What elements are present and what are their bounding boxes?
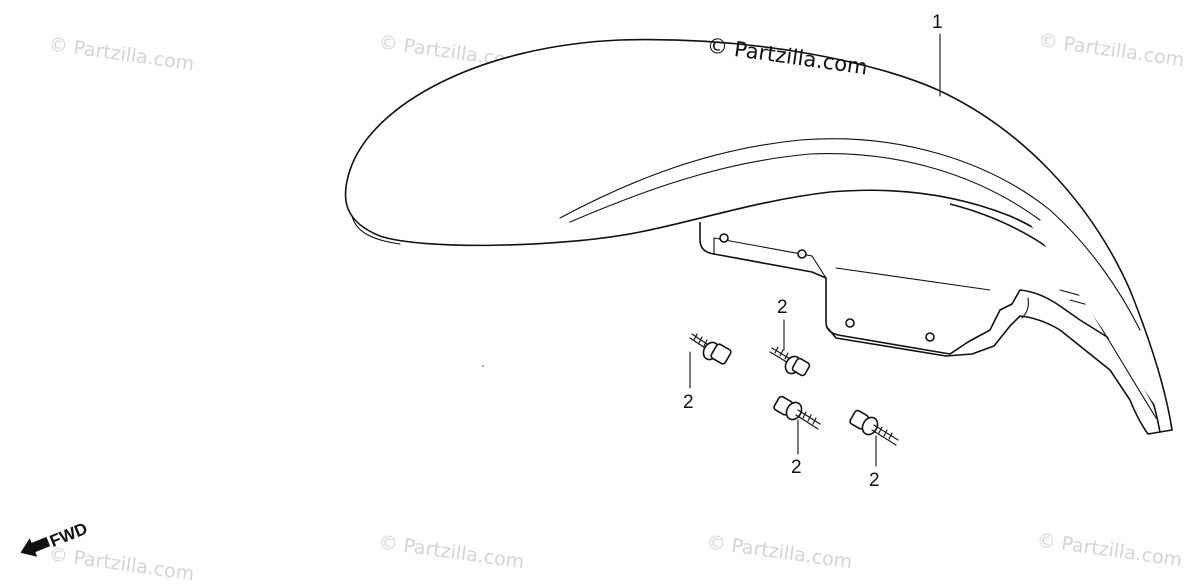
bracket-bolt-hole [925,332,935,342]
bracket-plate-edge [835,267,991,291]
watermark: © Partzilla.com [705,531,853,573]
bolt-head [710,343,732,365]
bolt-thread-ticks [774,346,789,360]
flange-bolt-top [769,346,811,377]
callout-label-bolt-mid: 2 [791,457,802,478]
bolt-thread-ticks [693,333,708,347]
watermark: © Partzilla.com [47,33,195,75]
arrow-left-icon [20,536,51,557]
fender-crease-line [569,153,1041,223]
watermark: © Partzilla.com [377,531,525,573]
fender-crease-line [559,138,1141,331]
callout-label-bolt-left: 2 [683,392,694,413]
bolt-flange [861,416,879,436]
bracket-plate-edge [713,237,827,279]
front-fender [344,38,1173,435]
bolt-thread [771,347,793,361]
bracket-clip [1021,297,1029,319]
bolt-head [791,357,811,377]
bolt-thread [797,409,821,425]
flange-bolt-right [849,409,899,446]
watermark: © Partzilla.com [1035,529,1183,571]
callout-label-fender: 1 [932,12,943,33]
bolt-thread-ticks [878,426,893,440]
bracket-stay-rod [1059,289,1157,419]
bolt-flange [785,401,803,421]
flange-bolt-mid [773,395,821,430]
scan-speck [482,365,484,367]
bracket-bolt-hole [797,249,807,259]
bolt-thread [871,429,897,446]
watermark: © Partzilla.com [47,543,195,584]
callout-label-bolt-right: 2 [869,470,880,491]
fender-lip-line [351,215,401,245]
callout-label-bolt-top: 2 [777,297,788,318]
fender-shell-outer-edge [937,89,1173,431]
bracket-bolt-hole [845,318,855,328]
bolt-thread [795,414,819,430]
fender-shell [344,38,1173,433]
bolt-thread-ticks [802,411,817,425]
bracket-bolt-hole [719,233,729,243]
watermark: © Partzilla.com [1037,29,1185,71]
fender-mounting-bracket [699,222,1165,435]
flange-bolt-left [689,333,732,365]
